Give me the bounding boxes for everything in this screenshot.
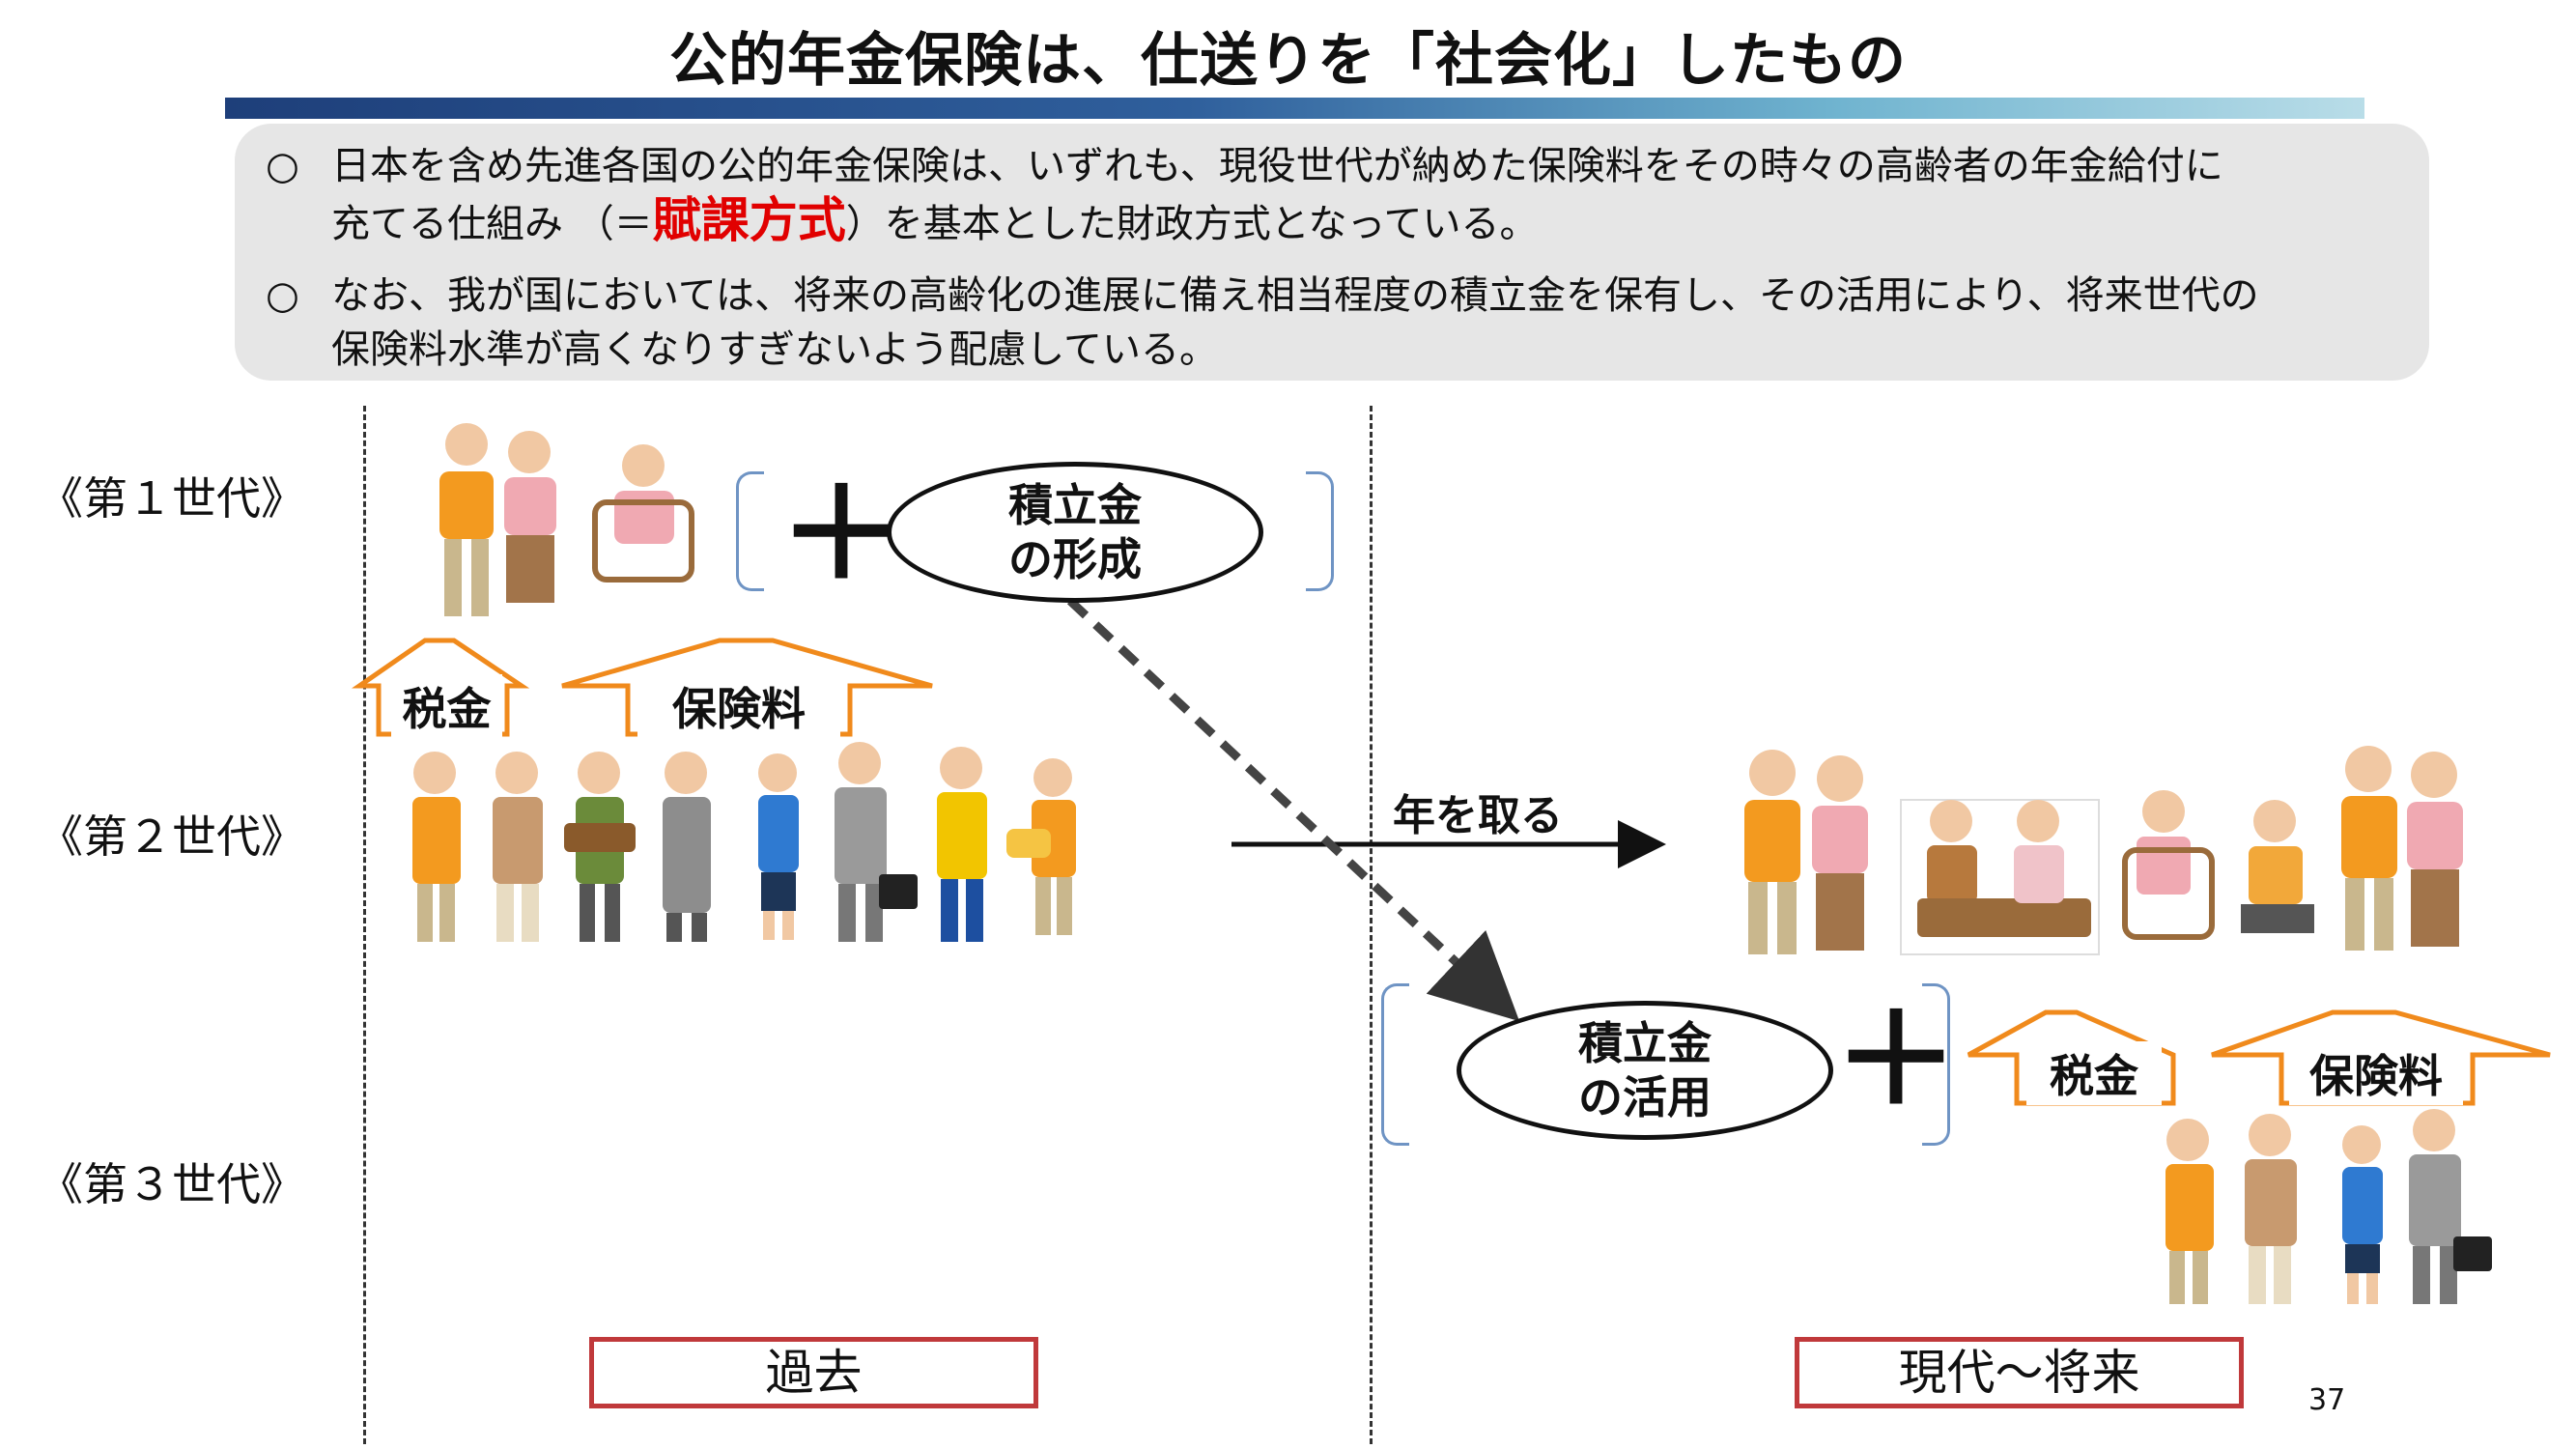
elderly-people-icons-future (1744, 746, 2463, 955)
title-underline-bar (225, 98, 2364, 119)
summary-paragraph-2: ○ なお、我が国においては、将来の高齢化の進展に備え相当程度の積立金を保有し、その… (266, 269, 2259, 377)
summary-text: 充てる仕組み （＝ (331, 202, 653, 246)
reserve-formation-line2: の形成 (1008, 533, 1142, 585)
bullet-circle: ○ (266, 273, 299, 318)
page-title: 公的年金保険は、仕送りを「社会化」したもの (669, 27, 1907, 95)
reserve-flow-arrow (1066, 597, 1520, 1022)
summary-text: 日本を含め先進各国の公的年金保険は、いずれも、現役世代が納めた保険料をその時々の… (331, 144, 2223, 188)
elderly-people-icons-past (439, 423, 694, 616)
reserve-utilization-line1: 積立金 (1578, 1017, 1712, 1069)
working-people-icons-past (412, 742, 1076, 942)
bracket-left-past (736, 471, 764, 591)
bracket-right-past (1306, 471, 1334, 591)
reserve-formation-line1: 積立金 (1008, 479, 1142, 531)
period-label-future: 現代～将来 (1795, 1337, 2244, 1408)
divider-middle (1370, 406, 1373, 1444)
aging-arrow-label: 年を取る (1393, 791, 1563, 840)
summary-text: ）を基本とした財政方式となっている。 (845, 202, 1539, 246)
summary-paragraph-1: ○ 日本を含め先進各国の公的年金保険は、いずれも、現役世代が納めた保険料をその時々… (266, 139, 2223, 251)
summary-text: 保険料水準が高くなりすぎないよう配慮している。 (331, 327, 1218, 372)
plus-sign-future: ＋ (1833, 986, 1960, 1133)
reserve-utilization-oval: 積立金 の活用 (1457, 1001, 1833, 1140)
tax-label-future: 税金 (2026, 1041, 2162, 1105)
tax-label-past: 税金 (391, 674, 502, 738)
bullet-circle: ○ (266, 144, 299, 188)
bracket-right-future (1922, 983, 1950, 1146)
bracket-left-future (1381, 983, 1409, 1146)
reserve-utilization-line2: の活用 (1578, 1071, 1712, 1123)
summary-box: ○ 日本を含め先進各国の公的年金保険は、いずれも、現役世代が納めた保険料をその時々… (235, 124, 2429, 381)
plus-sign-past: ＋ (778, 461, 905, 608)
generation-label-3: 《第３世代》 (39, 1158, 305, 1210)
premium-label-past: 保険料 (637, 674, 840, 738)
generation-label-1: 《第１世代》 (39, 472, 305, 525)
divider-left (363, 406, 366, 1444)
premium-label-future: 保険料 (2289, 1041, 2463, 1105)
working-people-icons-future (2166, 1109, 2492, 1304)
period-label-past: 過去 (589, 1337, 1038, 1408)
summary-text: なお、我が国においては、将来の高齢化の進展に備え相当程度の積立金を保有し、その活… (331, 273, 2259, 318)
emphasis-term: 賦課方式 (652, 192, 846, 248)
generation-label-2: 《第２世代》 (39, 810, 305, 863)
page-number: 37 (2308, 1383, 2346, 1417)
reserve-formation-oval: 積立金 の形成 (887, 462, 1263, 603)
